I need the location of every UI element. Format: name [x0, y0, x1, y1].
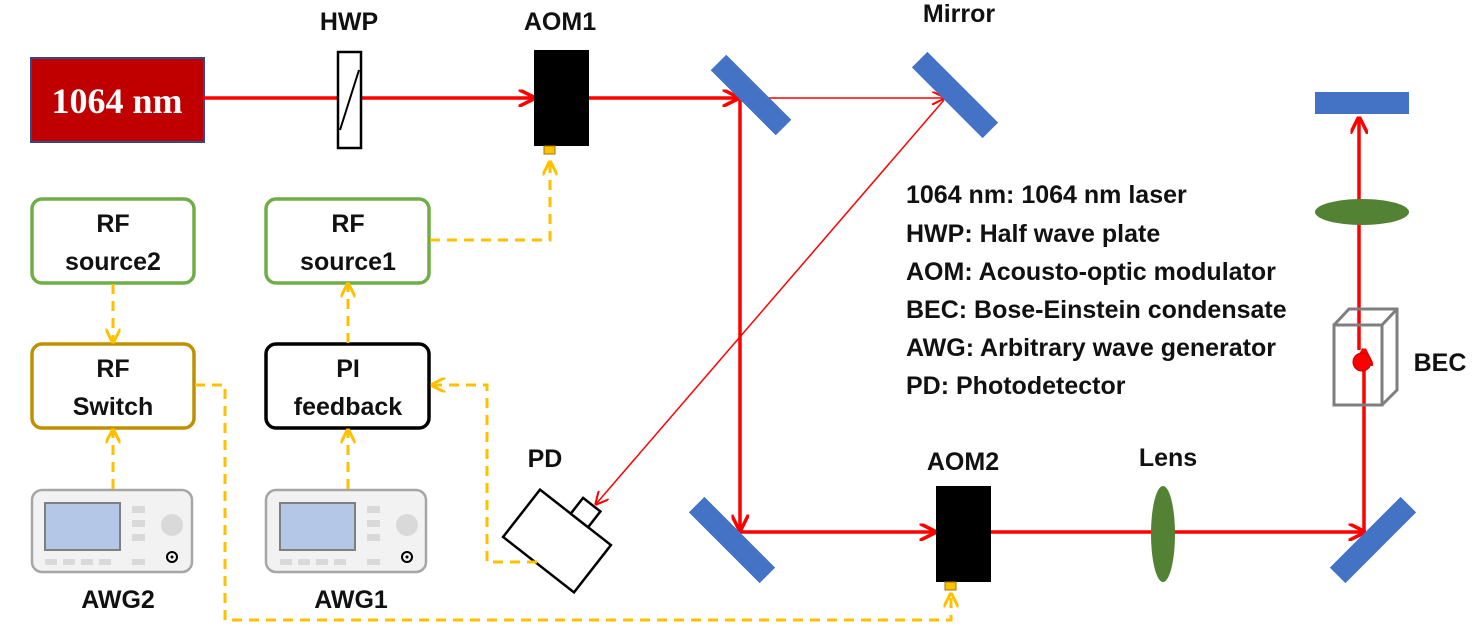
bec-atoms [1352, 352, 1372, 372]
legend: 1064 nm: 1064 nm laser HWP: Half wave pl… [906, 181, 1287, 400]
lens-vertical: Lens [1139, 444, 1197, 582]
awg2-label: AWG2 [81, 586, 155, 614]
signal-rfsource1-to-aom1 [430, 162, 550, 242]
signal-pd-to-pi [432, 385, 537, 564]
aom1-label: AOM1 [524, 8, 596, 36]
bec-cell [1332, 307, 1399, 407]
signal-paths [113, 162, 951, 622]
mirror-bottom-left [688, 496, 776, 584]
legend-item: AWG: Arbitrary wave generator [906, 334, 1276, 362]
pi-feedback-box: PI feedback [264, 342, 431, 430]
mirror-top-right: Mirror [911, 0, 999, 139]
photodetector [501, 487, 613, 595]
laser-source: 1064 nm [30, 57, 205, 143]
laser-beam-paths [204, 98, 1364, 532]
legend-item: BEC: Bose-Einstein condensate [906, 296, 1287, 324]
rf-switch-line1: RF [96, 355, 129, 383]
legend-item: HWP: Half wave plate [906, 220, 1160, 248]
mirror-top-retro [1315, 92, 1409, 114]
rf-source1-box: RF source1 [264, 197, 431, 285]
pd-label: PD [528, 445, 563, 473]
rf-source2-line1: RF [96, 210, 129, 238]
pi-feedback-line2: feedback [294, 393, 402, 421]
awg1-label: AWG1 [314, 586, 388, 614]
signal-switch-to-aom2 [195, 383, 951, 622]
lens-horizontal [1315, 199, 1409, 225]
aom2: AOM2 [927, 448, 999, 591]
rf-switch-box: RF Switch [30, 342, 196, 430]
rf-source1-line1: RF [331, 210, 364, 238]
aom2-label: AOM2 [927, 448, 999, 476]
lens-label: Lens [1139, 444, 1197, 472]
aom1: AOM1 [524, 8, 596, 155]
beam-mirror-to-pd [596, 99, 945, 504]
half-wave-plate: HWP [320, 8, 378, 150]
mirror-bottom-right [1329, 496, 1417, 584]
pi-feedback-line1: PI [336, 355, 360, 383]
mirror-label: Mirror [923, 0, 996, 28]
bec-label: BEC [1414, 349, 1467, 377]
rf-source1-line2: source1 [300, 248, 396, 276]
legend-item: PD: Photodetector [906, 372, 1126, 400]
rf-source2-line2: source2 [65, 248, 161, 276]
hwp-label: HWP [320, 8, 378, 36]
awg2-device: AWG2 [30, 488, 194, 614]
awg1-device: AWG1 [264, 488, 428, 614]
rf-source2-box: RF source2 [30, 197, 196, 285]
beam-splitter-mirror [710, 54, 792, 136]
legend-item: 1064 nm: 1064 nm laser [906, 181, 1187, 209]
legend-item: AOM: Acousto-optic modulator [906, 258, 1276, 286]
laser-label: 1064 nm [51, 81, 182, 121]
rf-switch-line2: Switch [73, 393, 154, 421]
